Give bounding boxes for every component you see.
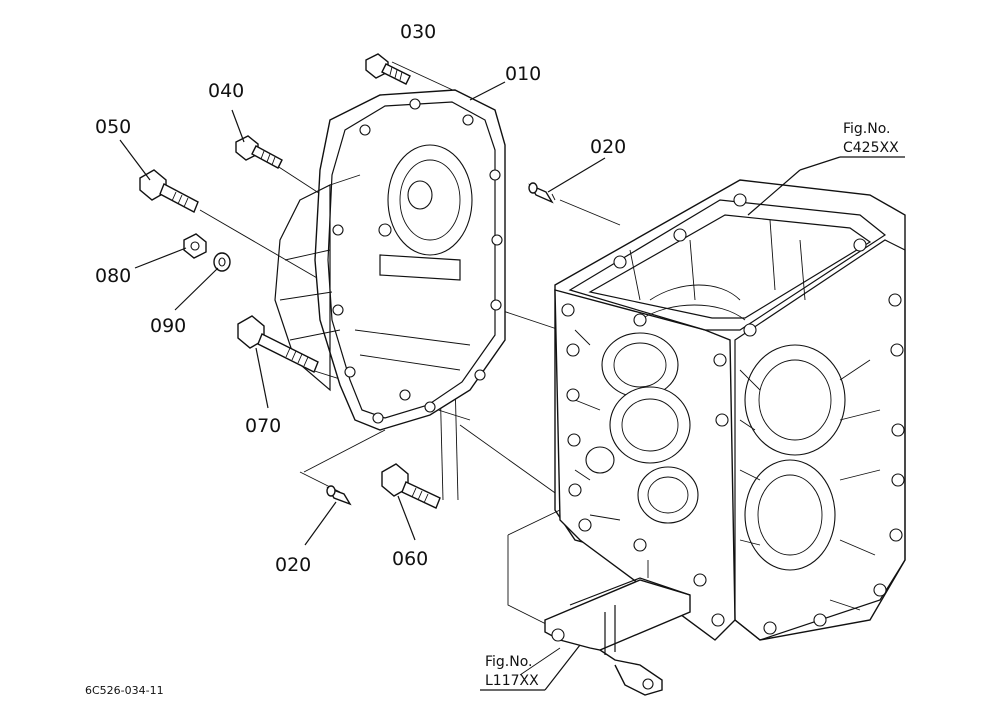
callout-060: 060 bbox=[392, 548, 428, 570]
callout-030: 030 bbox=[400, 21, 436, 43]
callout-080: 080 bbox=[95, 265, 131, 287]
plug-080 bbox=[183, 233, 207, 259]
callout-020-upper: 020 bbox=[590, 136, 626, 158]
mounting-bracket bbox=[544, 577, 691, 696]
washer-090 bbox=[213, 252, 231, 272]
callout-040: 040 bbox=[208, 80, 244, 102]
callout-070: 070 bbox=[245, 415, 281, 437]
front-cover-010 bbox=[274, 89, 506, 431]
dowel-pin-020-lower bbox=[326, 485, 352, 506]
drawing-code: 6C526-034-11 bbox=[85, 684, 164, 697]
callout-labels: 030 010 040 050 020 080 090 070 020 060 bbox=[95, 21, 626, 576]
fig-ref-c425xx-line1: Fig.No. bbox=[843, 121, 891, 137]
bolt-040 bbox=[235, 135, 283, 169]
bolt-030 bbox=[365, 53, 411, 85]
bolt-070 bbox=[237, 315, 319, 373]
fig-ref-c425xx: Fig.No. C425XX bbox=[799, 121, 905, 171]
callout-010: 010 bbox=[505, 63, 541, 85]
callout-050: 050 bbox=[95, 116, 131, 138]
fig-ref-c425xx-line2: C425XX bbox=[843, 140, 899, 156]
fig-ref-l117xx: Fig.No. L117XX bbox=[480, 644, 581, 691]
dowel-pin-020-upper bbox=[528, 182, 554, 204]
bolt-060 bbox=[381, 463, 441, 509]
callout-leaders bbox=[119, 81, 801, 546]
fig-ref-l117xx-line2: L117XX bbox=[485, 673, 539, 689]
callout-090: 090 bbox=[150, 315, 186, 337]
fig-ref-l117xx-line1: Fig.No. bbox=[485, 654, 533, 670]
bracket-reference-lines bbox=[507, 509, 649, 676]
transmission-case bbox=[554, 179, 906, 641]
callout-020-lower: 020 bbox=[275, 554, 311, 576]
bolt-050 bbox=[139, 169, 199, 213]
